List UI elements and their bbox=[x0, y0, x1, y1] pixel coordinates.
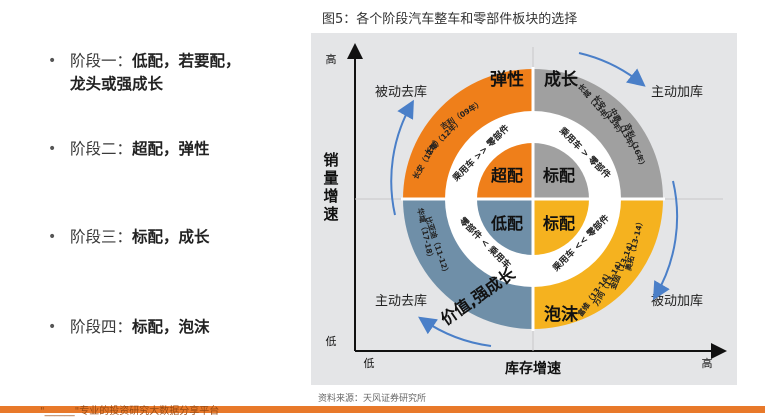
bullet-dot: • bbox=[48, 53, 57, 69]
quadrant-bottom-right-inner bbox=[533, 199, 589, 255]
stage-4-text: 阶段四：标配，泡沫 bbox=[70, 316, 280, 339]
stage-1-item: • 阶段一：低配，若要配， 龙头或强成长 bbox=[48, 50, 280, 96]
stage-2-value: 超配，弹性 bbox=[132, 140, 210, 158]
corner-top-right: 主动加库 bbox=[651, 84, 703, 100]
bullet-dot: • bbox=[48, 141, 57, 157]
bullet-dot: • bbox=[48, 229, 57, 245]
y-axis-low: 低 bbox=[326, 335, 337, 348]
inner-label-bottom-left: 低配 bbox=[490, 214, 523, 233]
stage-3-text: 阶段三：标配，成长 bbox=[70, 226, 280, 249]
stage-2-label: 阶段二： bbox=[70, 140, 133, 158]
corner-bottom-right: 被动加库 bbox=[651, 293, 703, 309]
cycle-diagram: 高 低 低 高 销 量 增 速 库存增速 被动去库 主动加库 主动去库 被动加库 bbox=[323, 43, 727, 377]
quadrant-bottom-left-inner bbox=[477, 199, 533, 255]
outer-label-top-right: 成长 bbox=[544, 69, 579, 90]
y-axis-title-4: 速 bbox=[323, 205, 338, 223]
source-note: 资料来源：天风证券研究所 bbox=[318, 394, 427, 404]
y-axis-title-2: 量 bbox=[323, 169, 338, 187]
stage-1-value: 低配，若要配， bbox=[132, 52, 241, 70]
cycle-arrow-right bbox=[652, 180, 679, 301]
inner-label-top-right: 标配 bbox=[542, 166, 575, 185]
stage-1-value-cont: 龙头或强成长 bbox=[70, 75, 164, 93]
stage-4-item: • 阶段四：标配，泡沫 bbox=[48, 316, 280, 339]
stage-1-label: 阶段一： bbox=[70, 52, 133, 70]
x-axis-low: 低 bbox=[364, 357, 375, 370]
outer-label-top-left: 弹性 bbox=[490, 69, 524, 90]
cycle-arrow-top bbox=[578, 52, 646, 87]
footer-text: "______"专业的投资研究大数据分享平台 bbox=[40, 406, 220, 417]
stage-4-value: 标配，泡沫 bbox=[132, 318, 210, 336]
diagram-panel: 高 低 低 高 销 量 增 速 库存增速 被动去库 主动加库 主动去库 被动加库 bbox=[311, 33, 737, 385]
stage-1-text: 阶段一：低配，若要配， 龙头或强成长 bbox=[70, 50, 280, 96]
y-axis-high: 高 bbox=[326, 52, 337, 66]
y-axis-title-3: 增 bbox=[323, 187, 338, 205]
corner-bottom-left: 主动去库 bbox=[375, 293, 427, 309]
stage-3-value: 标配，成长 bbox=[132, 228, 210, 246]
x-axis-title: 库存增速 bbox=[505, 360, 561, 377]
footer-bar bbox=[0, 406, 765, 413]
cycle-arrow-left bbox=[390, 99, 414, 216]
quadrant-top-left-inner bbox=[477, 143, 533, 199]
x-axis-high: 高 bbox=[702, 356, 713, 370]
stage-3-label: 阶段三： bbox=[70, 228, 133, 246]
figure-title: 图5：各个阶段汽车整车和零部件板块的选择 bbox=[322, 12, 578, 27]
cycle-arrow-bottom bbox=[418, 316, 492, 347]
y-axis-title-1: 销 bbox=[323, 151, 338, 169]
stage-3-item: • 阶段三：标配，成长 bbox=[48, 226, 280, 249]
stage-2-text: 阶段二：超配，弹性 bbox=[70, 138, 280, 161]
outer-label-bottom-right: 泡沫 bbox=[544, 304, 579, 325]
inner-label-bottom-right: 标配 bbox=[542, 214, 575, 233]
corner-top-left: 被动去库 bbox=[375, 84, 427, 100]
quadrant-top-right-inner bbox=[533, 143, 589, 199]
bullet-dot: • bbox=[48, 319, 57, 335]
inner-label-top-left: 超配 bbox=[490, 166, 523, 185]
stage-2-item: • 阶段二：超配，弹性 bbox=[48, 138, 280, 161]
stage-4-label: 阶段四： bbox=[70, 318, 133, 336]
